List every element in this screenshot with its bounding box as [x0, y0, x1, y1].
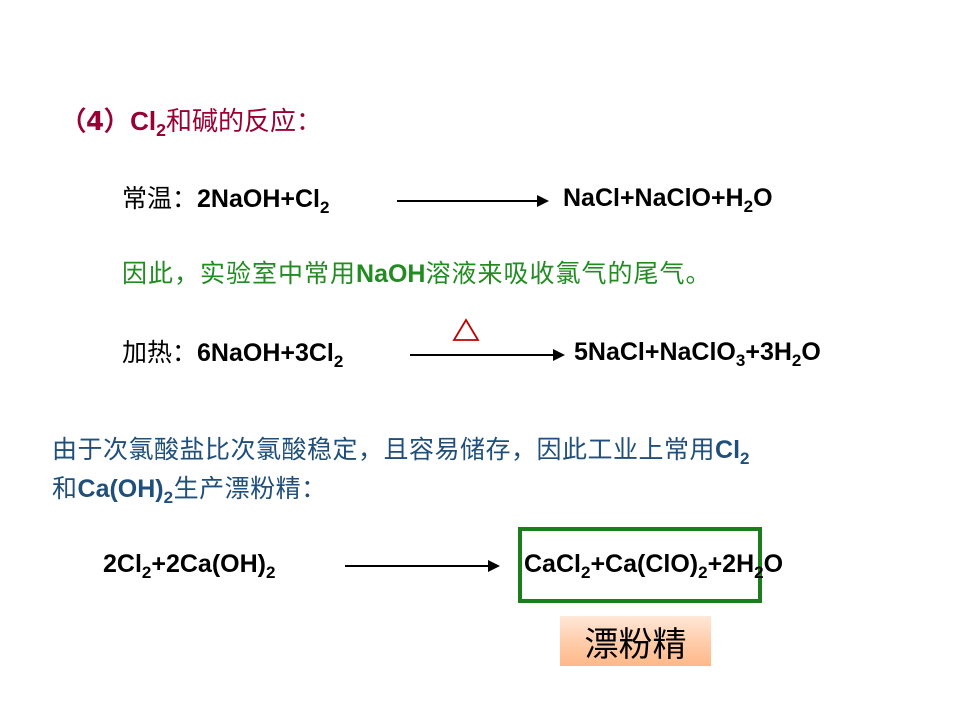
room-temp-arrow	[397, 194, 549, 207]
industrial-p2-sub: 2	[698, 562, 708, 582]
heating-label: 加热：6NaOH+3Cl2	[122, 338, 343, 370]
bleach-formula-box	[518, 527, 762, 603]
heading-cl: Cl	[130, 106, 157, 136]
explanation-text-2a: 和	[52, 474, 78, 503]
industrial-p2: +Ca(ClO)	[590, 550, 699, 578]
explanation-text-1: 由于次氯酸盐比次氯酸稳定，且容易储存，因此工业上常用	[52, 435, 716, 464]
explanation-caoh-sub: 2	[163, 487, 174, 507]
bleach-label-text: 漂粉精	[584, 624, 687, 665]
heating-p3: O	[801, 338, 821, 366]
lab-note-a: 因此，实验室中常用	[122, 259, 357, 288]
heat-triangle-icon	[452, 318, 480, 341]
bleach-label: 漂粉精	[560, 616, 711, 666]
industrial-r2: +2Ca(OH)	[151, 550, 266, 578]
heating-reactants: 6NaOH+3Cl	[197, 339, 334, 367]
section-heading: （4）Cl2和碱的反应：	[60, 106, 322, 139]
explanation-cl-sub: 2	[740, 448, 750, 468]
room-temp-reactants: 2NaOH+Cl	[197, 185, 320, 213]
heating-label-text: 加热：	[122, 338, 198, 367]
industrial-r2-sub: 2	[266, 562, 276, 582]
explanation-caoh: Ca(OH)	[77, 475, 164, 503]
heading-cl-sub: 2	[156, 120, 166, 141]
room-temp-products-sub: 2	[743, 196, 754, 216]
industrial-p3-sub: 2	[754, 562, 764, 582]
room-temp-label-text: 常温：	[122, 184, 198, 213]
explanation-line-2: 和Ca(OH)2生产漂粉精：	[52, 474, 327, 506]
heading-prefix: （4）	[60, 107, 131, 137]
lab-note-naoh: NaOH	[356, 260, 426, 288]
industrial-p3: +2H	[707, 550, 755, 578]
heating-p2: +3H	[745, 338, 792, 366]
industrial-r1: 2Cl	[103, 550, 142, 578]
lab-note-b: 溶液来吸收氯气的尾气。	[425, 259, 712, 288]
room-temp-products-b: O	[753, 184, 773, 212]
industrial-reactants: 2Cl2+2Ca(OH)2	[103, 550, 275, 581]
heating-products: 5NaCl+NaClO3+3H2O	[574, 338, 821, 369]
industrial-p4: O	[763, 550, 784, 578]
explanation-line-1: 由于次氯酸盐比次氯酸稳定，且容易储存，因此工业上常用Cl2	[52, 435, 750, 467]
industrial-arrow	[345, 559, 500, 572]
heating-p1-sub: 3	[735, 350, 746, 370]
heating-p2-sub: 2	[791, 350, 802, 370]
industrial-r1-sub: 2	[141, 562, 152, 582]
heating-arrow	[410, 348, 565, 361]
lab-note: 因此，实验室中常用NaOH溶液来吸收氯气的尾气。	[122, 261, 712, 287]
room-temp-products: NaCl+NaClO+H2O	[563, 184, 773, 215]
heading-suffix: 和碱的反应：	[165, 107, 322, 137]
heating-reactants-sub: 2	[333, 351, 344, 371]
explanation-text-2b: 生产漂粉精：	[173, 474, 327, 503]
explanation-cl: Cl	[715, 436, 741, 464]
industrial-p1-sub: 2	[580, 562, 591, 582]
room-temp-reactants-sub: 2	[319, 197, 330, 217]
industrial-products: CaCl2+Ca(ClO)2+2H2O	[524, 550, 784, 581]
industrial-p1: CaCl	[524, 550, 581, 578]
heating-p1: 5NaCl+NaClO	[574, 338, 736, 366]
room-temp-products-a: NaCl+NaClO+H	[563, 184, 744, 212]
room-temp-label: 常温：2NaOH+Cl2	[122, 184, 329, 216]
